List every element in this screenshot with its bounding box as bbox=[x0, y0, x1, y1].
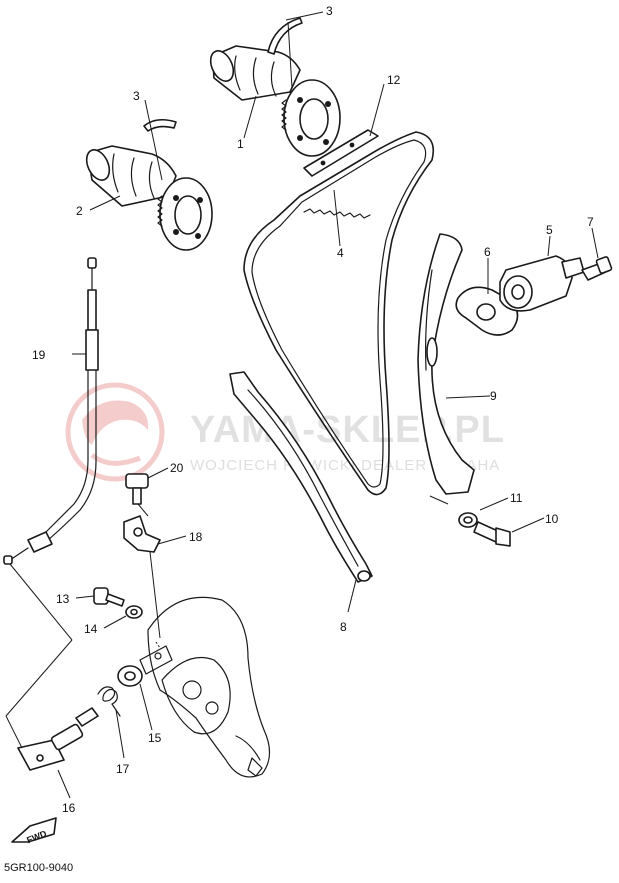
callout-5: 5 bbox=[546, 223, 553, 237]
decompression-shaft bbox=[17, 707, 99, 771]
oil-seal bbox=[117, 665, 143, 687]
callout-4: 4 bbox=[337, 246, 344, 260]
callout-7: 7 bbox=[587, 215, 594, 229]
decompression-lever bbox=[123, 515, 161, 553]
fwd-arrow-icon: FWD bbox=[11, 817, 57, 845]
callout-9: 9 bbox=[490, 389, 497, 403]
chain-guide-top bbox=[303, 129, 379, 177]
callout-12: 12 bbox=[387, 73, 401, 87]
camshaft-lower bbox=[85, 145, 213, 251]
lever-bolt bbox=[125, 473, 149, 505]
guide-bolt bbox=[473, 521, 511, 547]
decompression-cable bbox=[3, 257, 99, 565]
callout-18: 18 bbox=[189, 530, 203, 544]
callout-17: 17 bbox=[116, 762, 130, 776]
watermark-subtitle: WOJCIECH ROWICKI DEALER YAMAHA bbox=[190, 457, 500, 474]
watermark-title: YAMA-SKLEP.PL bbox=[190, 409, 505, 451]
crankcase bbox=[139, 596, 271, 778]
camshaft-upper bbox=[209, 45, 341, 157]
callout-labels: 1 2 3 3 4 5 6 7 8 9 10 11 12 13 14 15 16… bbox=[32, 4, 594, 815]
diagram-code: 5GR100-9040 bbox=[4, 862, 74, 874]
callout-3-lower: 3 bbox=[133, 89, 140, 103]
chain-tensioner bbox=[499, 255, 585, 312]
circlip-upper bbox=[267, 17, 303, 55]
washer bbox=[458, 512, 478, 528]
circlip-lower bbox=[143, 118, 177, 132]
callout-6: 6 bbox=[484, 245, 491, 259]
callout-11: 11 bbox=[510, 491, 523, 505]
small-bolt bbox=[93, 587, 125, 607]
callout-2: 2 bbox=[76, 204, 83, 218]
callout-3-upper: 3 bbox=[326, 4, 333, 18]
callout-8: 8 bbox=[340, 620, 347, 634]
chain-guide-tensioner bbox=[417, 233, 475, 495]
callout-10: 10 bbox=[545, 512, 559, 526]
callout-16: 16 bbox=[62, 801, 76, 815]
tensioner-bolt bbox=[581, 256, 613, 281]
callout-19: 19 bbox=[32, 348, 46, 362]
small-washer bbox=[125, 605, 143, 619]
connection-lines bbox=[5, 11, 599, 799]
callout-20: 20 bbox=[170, 461, 184, 475]
callout-14: 14 bbox=[84, 622, 98, 636]
callout-13: 13 bbox=[56, 592, 70, 606]
chain-guide-left bbox=[229, 371, 373, 583]
callout-15: 15 bbox=[148, 731, 162, 745]
callout-1: 1 bbox=[237, 137, 244, 151]
watermark-logo bbox=[65, 382, 165, 482]
